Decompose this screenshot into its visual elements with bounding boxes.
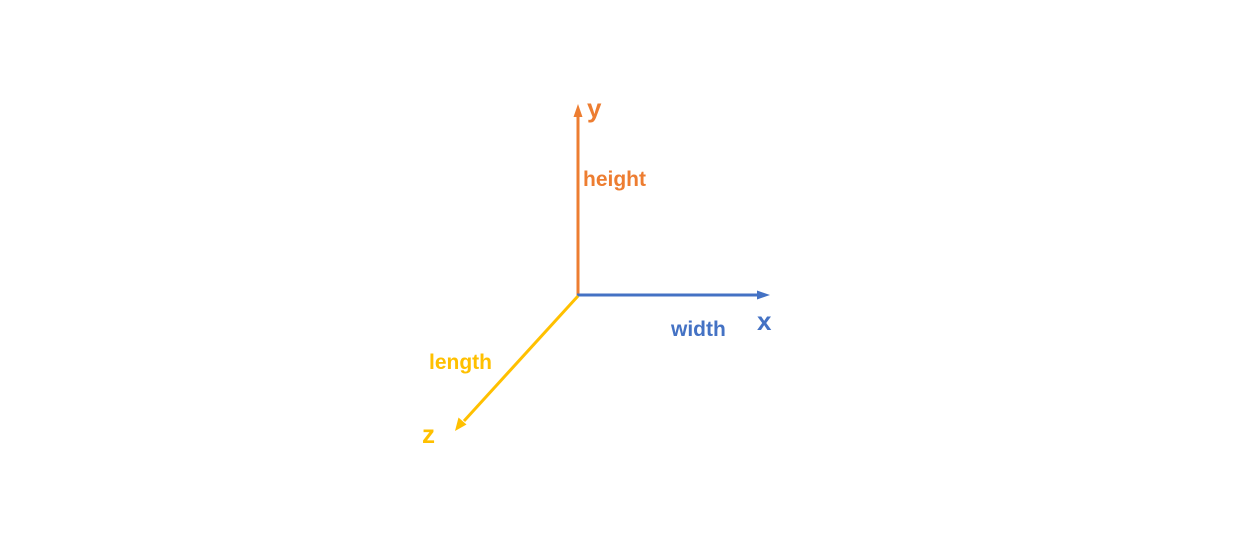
x-axis-arrowhead [757,290,770,300]
x-axis: x width [577,290,772,341]
z-axis-line [462,294,580,423]
y-axis: y height [573,93,646,296]
y-axis-arrowhead [573,104,583,117]
z-axis-letter: z [422,419,435,449]
x-axis-dimension-label: width [670,318,726,341]
y-axis-letter: y [587,93,602,123]
z-axis: z length [422,294,580,449]
x-axis-letter: x [757,306,772,336]
z-axis-arrowhead [455,417,467,431]
z-axis-dimension-label: length [429,351,492,374]
y-axis-dimension-label: height [583,168,646,191]
